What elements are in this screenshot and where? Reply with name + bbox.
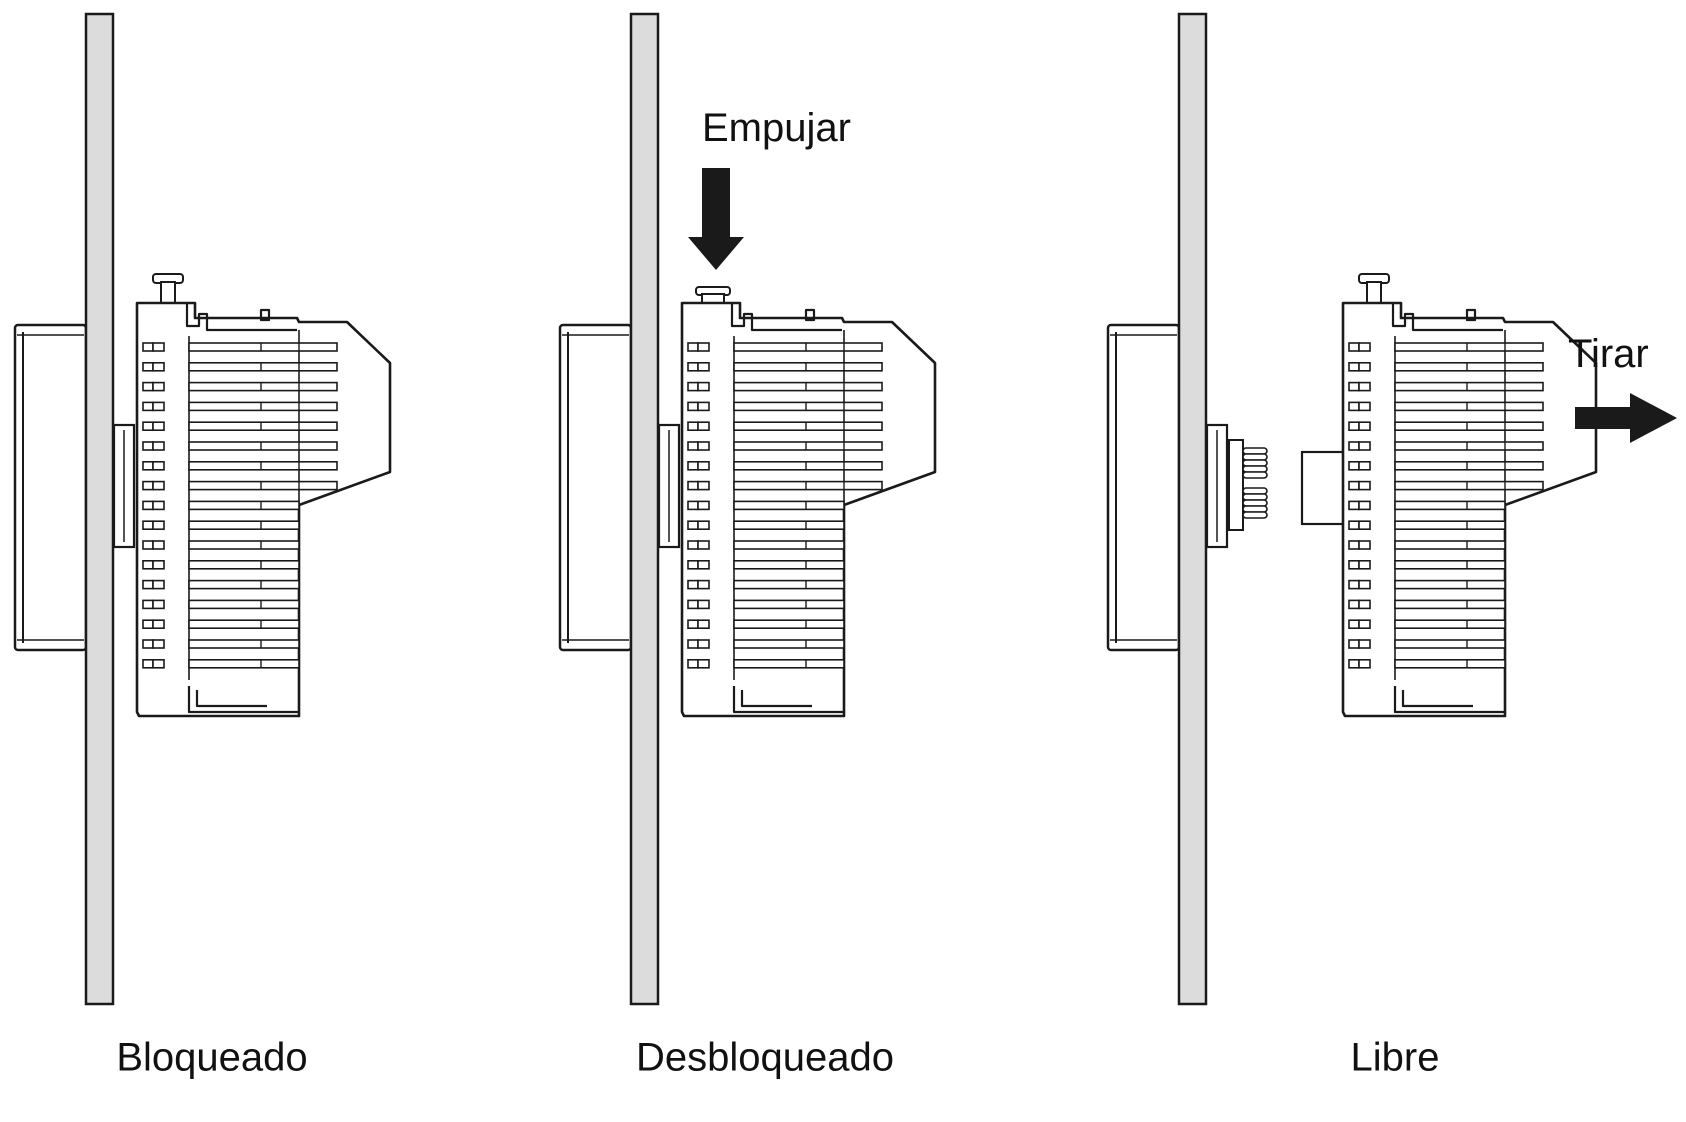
- caption-locked: Bloqueado: [116, 1035, 308, 1080]
- rear-cover: [1106, 323, 1181, 652]
- action-push-label: Empujar: [702, 106, 851, 150]
- caption-unlocked: Desbloqueado: [636, 1035, 894, 1080]
- pull-right-arrow-icon: [1575, 393, 1677, 443]
- action-pull-label: Tirar: [1568, 332, 1649, 376]
- wall-panel: [1177, 12, 1208, 1006]
- push-down-arrow-icon: [688, 168, 744, 270]
- caption-free: Libre: [1350, 1035, 1440, 1080]
- wall-panel: [84, 12, 115, 1006]
- module-plug: [1300, 450, 1346, 526]
